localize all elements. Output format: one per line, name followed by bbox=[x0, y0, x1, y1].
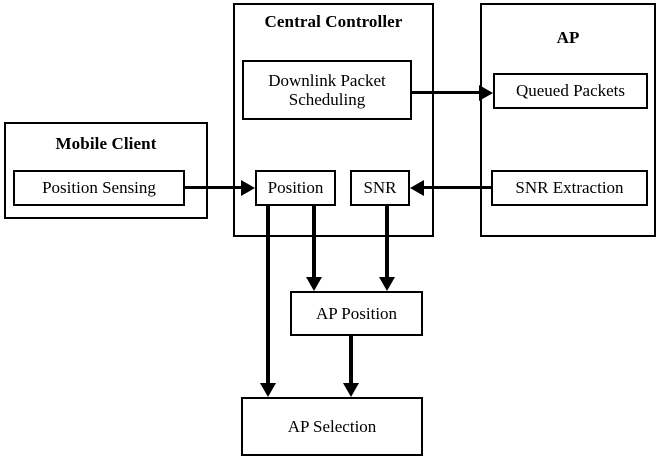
group-central-controller bbox=[233, 3, 434, 237]
node-position-sensing-label: Position Sensing bbox=[42, 178, 156, 198]
node-downlink-packet-scheduling-label-line1: Downlink Packet bbox=[268, 70, 386, 90]
edge-position-to-ap-position bbox=[312, 205, 316, 279]
node-snr-extraction[interactable]: SNR Extraction bbox=[491, 170, 648, 206]
node-downlink-packet-scheduling-label-line2: Scheduling bbox=[288, 90, 366, 109]
edge-snr-extraction-to-snr-arrowhead bbox=[410, 179, 424, 196]
node-ap-position[interactable]: AP Position bbox=[290, 291, 423, 336]
group-ap bbox=[480, 3, 656, 237]
node-queued-packets[interactable]: Queued Packets bbox=[493, 73, 648, 109]
edge-scheduling-to-queued-packets bbox=[412, 91, 479, 94]
node-ap-position-label: AP Position bbox=[315, 303, 398, 323]
node-ap-selection[interactable]: AP Selection bbox=[241, 397, 423, 456]
group-mobile-client-title: Mobile Client bbox=[55, 134, 157, 153]
edge-snr-to-ap-position-arrowhead bbox=[379, 277, 395, 291]
node-snr-label: SNR bbox=[363, 178, 397, 198]
edge-ap-position-to-ap-selection bbox=[349, 336, 353, 385]
edge-position-sensing-to-position bbox=[185, 186, 241, 189]
node-downlink-packet-scheduling[interactable]: Downlink Packet Scheduling bbox=[242, 60, 412, 120]
edge-position-to-ap-selection-arrowhead bbox=[260, 383, 276, 397]
node-ap-selection-label: AP Selection bbox=[287, 416, 377, 436]
edge-position-to-ap-selection bbox=[266, 205, 270, 385]
edge-position-to-ap-position-arrowhead bbox=[306, 277, 322, 291]
node-snr-extraction-label: SNR Extraction bbox=[515, 178, 624, 198]
edge-snr-extraction-to-snr bbox=[424, 186, 491, 189]
group-mobile-client bbox=[4, 122, 208, 219]
edge-ap-position-to-ap-selection-arrowhead bbox=[343, 383, 359, 397]
edge-scheduling-to-queued-packets-arrowhead bbox=[479, 84, 493, 101]
node-position-label: Position bbox=[267, 178, 324, 198]
edge-snr-to-ap-position bbox=[385, 205, 389, 279]
node-snr[interactable]: SNR bbox=[350, 170, 410, 206]
group-central-controller-title: Central Controller bbox=[264, 12, 403, 31]
node-position[interactable]: Position bbox=[255, 170, 336, 206]
node-queued-packets-label: Queued Packets bbox=[515, 81, 626, 101]
group-ap-title: AP bbox=[556, 28, 580, 47]
node-position-sensing[interactable]: Position Sensing bbox=[13, 170, 185, 206]
edge-position-sensing-to-position-arrowhead bbox=[241, 179, 255, 196]
